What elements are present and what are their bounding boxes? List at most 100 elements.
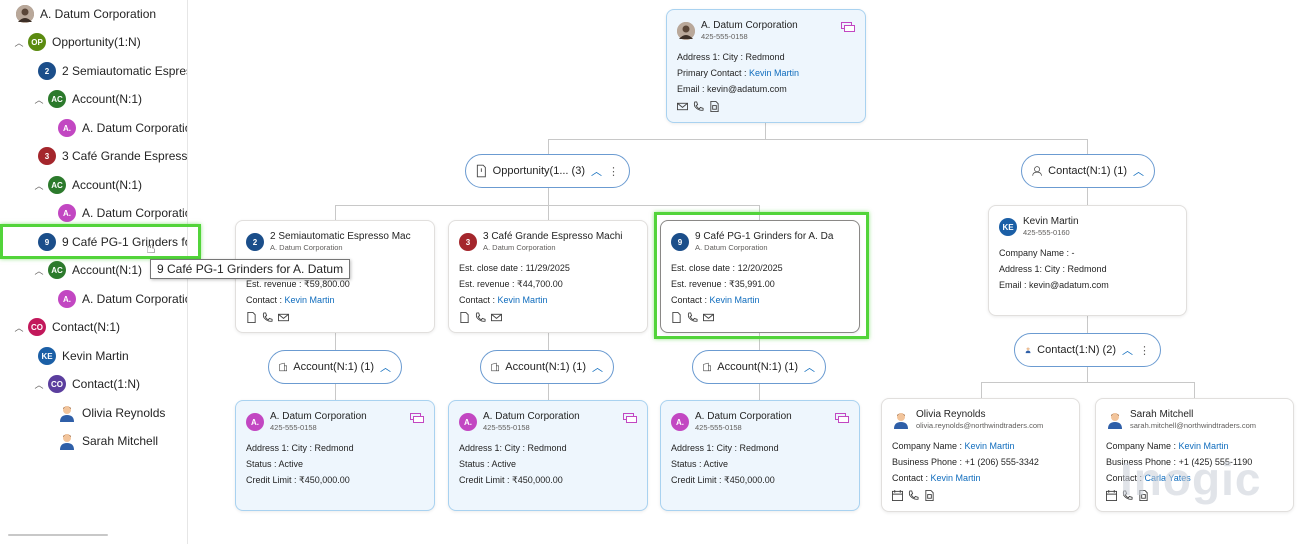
tree-item-contact-olivia[interactable]: Olivia Reynolds xyxy=(58,402,165,424)
tree-item-contact-group[interactable]: ︿ CO Contact(1:N) xyxy=(34,373,140,395)
chevron-up-icon[interactable]: ︿ xyxy=(380,362,391,374)
phone-icon[interactable] xyxy=(475,312,486,323)
email-icon[interactable] xyxy=(278,312,289,323)
tree-item-account-group[interactable]: ︿ AC Account(N:1) xyxy=(34,88,142,110)
account-group-pill[interactable]: Account(N:1) (1) ︿ xyxy=(480,350,614,384)
card-title: 3 Café Grande Espresso Machi xyxy=(483,231,623,242)
phone-icon[interactable] xyxy=(262,312,273,323)
contact-1n-group-pill[interactable]: Contact(1:N) (2) ︿ ⋮ xyxy=(1014,333,1161,367)
email-icon[interactable] xyxy=(491,312,502,323)
card-title: 9 Café PG-1 Grinders for A. Da xyxy=(695,231,834,242)
person-avatar-icon xyxy=(58,404,76,422)
root-account-card[interactable]: A. Datum Corporation 425-555-0158 Addres… xyxy=(666,9,866,123)
opportunity-group-pill[interactable]: Opportunity(1... (3) ︿ ⋮ xyxy=(465,154,630,188)
company-link[interactable]: Kevin Martin xyxy=(964,441,1015,451)
tree-item-opportunity-3[interactable]: 3 3 Café Grande Espresso Ma xyxy=(38,145,188,167)
tree-item-opportunity-9[interactable]: 9 9 Café PG-1 Grinders for A. xyxy=(38,231,187,253)
connector-line xyxy=(335,333,336,350)
document-icon[interactable] xyxy=(671,312,682,323)
document-icon[interactable] xyxy=(246,312,257,323)
opportunity-card[interactable]: 9 9 Café PG-1 Grinders for A. Da A. Datu… xyxy=(660,220,860,333)
account-card[interactable]: A. A. Datum Corporation 425-555-0158 Add… xyxy=(448,400,648,511)
document-icon[interactable] xyxy=(709,101,720,112)
tree-item-account[interactable]: A. A. Datum Corporation xyxy=(58,288,187,310)
phone-icon[interactable] xyxy=(908,490,919,501)
card-title: A. Datum Corporation xyxy=(701,20,798,31)
tree-item-contact-group[interactable]: ︿ CO Contact(N:1) xyxy=(14,316,120,338)
account-card[interactable]: A. A. Datum Corporation 425-555-0158 Add… xyxy=(235,400,435,511)
tree-item-account[interactable]: A. A. Datum Corporation xyxy=(58,202,187,224)
phone-icon[interactable] xyxy=(693,101,704,112)
chevron-up-icon[interactable]: ︿ xyxy=(34,180,44,191)
primary-contact-link[interactable]: Kevin Martin xyxy=(749,68,800,78)
more-options-icon[interactable]: ⋮ xyxy=(1139,344,1150,357)
field-company: Company Name : Kevin Martin xyxy=(1106,441,1229,451)
contact-card-olivia[interactable]: Olivia Reynolds olivia.reynolds@northwin… xyxy=(881,398,1080,512)
contact-card-sarah[interactable]: Sarah Mitchell sarah.mitchell@northwindt… xyxy=(1095,398,1294,512)
tree-item-opportunity-2[interactable]: 2 2 Semiautomatic Espresso M xyxy=(38,60,187,82)
card-layout-icon[interactable] xyxy=(623,413,637,425)
chevron-up-icon[interactable]: ︿ xyxy=(592,362,603,374)
tree-item-label: Opportunity(1:N) xyxy=(52,35,141,49)
email-icon[interactable] xyxy=(703,312,714,323)
card-subtitle: 425-555-0158 xyxy=(270,423,317,432)
document-icon[interactable] xyxy=(924,490,935,501)
phone-icon[interactable] xyxy=(1122,490,1133,501)
tree-item-account-group[interactable]: ︿ AC Account(N:1) xyxy=(34,174,142,196)
chevron-up-icon[interactable]: ︿ xyxy=(34,379,44,390)
card-subtitle: olivia.reynolds@northwindtraders.com xyxy=(916,421,1044,430)
chevron-up-icon[interactable]: ︿ xyxy=(1122,345,1133,357)
contact-link[interactable]: Kevin Martin xyxy=(930,473,981,483)
calendar-icon[interactable] xyxy=(1106,490,1117,501)
field-company: Company Name : - xyxy=(999,248,1075,258)
contact-link[interactable]: Kevin Martin xyxy=(709,295,760,305)
company-link[interactable]: Kevin Martin xyxy=(1178,441,1229,451)
tree-item-account-group[interactable]: ︿ AC Account(N:1) xyxy=(34,259,142,281)
account-badge: A. xyxy=(58,290,76,308)
tree-item-root-account[interactable]: A. Datum Corporation xyxy=(16,3,156,25)
email-icon[interactable] xyxy=(677,101,688,112)
horizontal-scrollbar[interactable] xyxy=(8,534,108,536)
tree-item-label: Contact(1:N) xyxy=(72,377,141,391)
tree-item-contact-sarah[interactable]: Sarah Mitchell xyxy=(58,430,158,452)
tree-item-opportunity-group[interactable]: ︿ OP Opportunity(1:N) xyxy=(14,31,141,53)
field-email: Email : kevin@adatum.com xyxy=(677,84,787,94)
opportunity-card[interactable]: 3 3 Café Grande Espresso Machi A. Datum … xyxy=(448,220,648,333)
card-layout-icon[interactable] xyxy=(835,413,849,425)
chevron-up-icon[interactable]: ︿ xyxy=(34,94,44,105)
card-layout-icon[interactable] xyxy=(410,413,424,425)
hierarchy-tree-panel: A. Datum Corporation ︿ OP Opportunity(1:… xyxy=(0,0,188,544)
chevron-up-icon[interactable]: ︿ xyxy=(1133,166,1144,178)
account-card[interactable]: A. A. Datum Corporation 425-555-0158 Add… xyxy=(660,400,860,511)
contact-n1-group-pill[interactable]: Contact(N:1) (1) ︿ xyxy=(1021,154,1155,188)
contact-link[interactable]: Carla Yates xyxy=(1144,473,1191,483)
field-address: Address 1: City : Redmond xyxy=(246,443,354,453)
tree-item-contact-kevin[interactable]: KE Kevin Martin xyxy=(38,345,129,367)
field-address: Address 1: City : Redmond xyxy=(459,443,567,453)
connector-line xyxy=(759,333,760,350)
chevron-up-icon[interactable]: ︿ xyxy=(34,265,44,276)
chevron-up-icon[interactable]: ︿ xyxy=(14,37,24,48)
tree-item-account[interactable]: A. A. Datum Corporation xyxy=(58,117,187,139)
card-subtitle: 425-555-0158 xyxy=(483,423,530,432)
group-label: Contact(1:N) (2) xyxy=(1037,344,1116,356)
chevron-up-icon[interactable]: ︿ xyxy=(804,362,815,374)
chevron-up-icon[interactable]: ︿ xyxy=(14,322,24,333)
phone-icon[interactable] xyxy=(687,312,698,323)
person-avatar-icon xyxy=(892,411,910,429)
calendar-icon[interactable] xyxy=(892,490,903,501)
document-icon[interactable] xyxy=(1138,490,1149,501)
connector-line xyxy=(1087,139,1088,155)
document-icon[interactable] xyxy=(459,312,470,323)
account-group-pill[interactable]: Account(N:1) (1) ︿ xyxy=(692,350,826,384)
card-layout-icon[interactable] xyxy=(841,22,855,34)
account-group-pill[interactable]: Account(N:1) (1) ︿ xyxy=(268,350,402,384)
account-icon xyxy=(703,362,712,372)
contact-link[interactable]: Kevin Martin xyxy=(497,295,548,305)
more-options-icon[interactable]: ⋮ xyxy=(608,165,619,178)
tree-item-label: 3 Café Grande Espresso Ma xyxy=(62,149,188,163)
tree-item-label: Account(N:1) xyxy=(72,263,143,277)
chevron-up-icon[interactable]: ︿ xyxy=(591,166,602,178)
contact-card-kevin[interactable]: KE Kevin Martin 425-555-0160 Company Nam… xyxy=(988,205,1187,316)
contact-link[interactable]: Kevin Martin xyxy=(284,295,335,305)
